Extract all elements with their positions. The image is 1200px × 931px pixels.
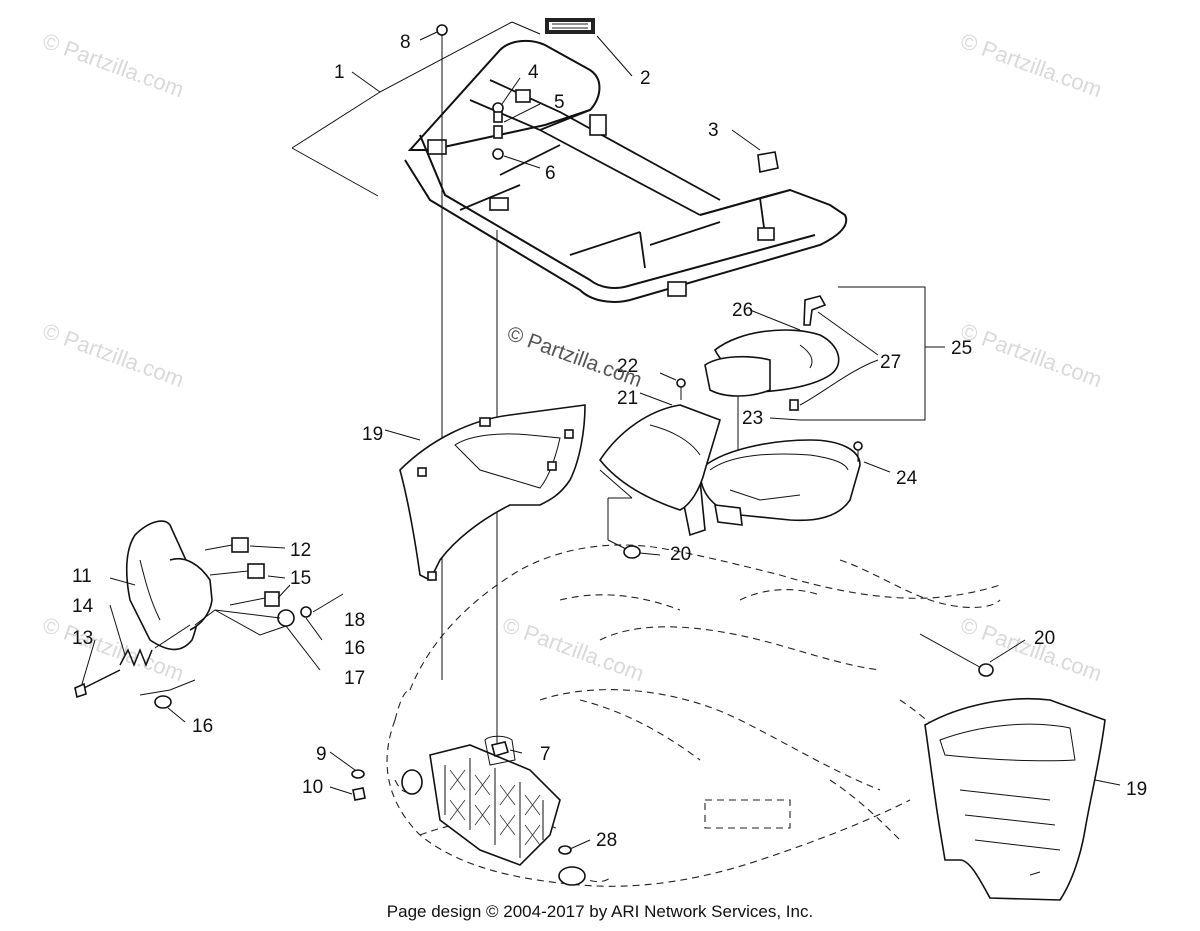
callout-25: 25	[951, 338, 972, 359]
left-side-panel	[399, 404, 586, 582]
callout-5: 5	[554, 92, 565, 113]
cover-panel	[599, 378, 721, 511]
page-footer: Page design © 2004-2017 by ARI Network S…	[386, 902, 814, 921]
callout-19-left: 19	[362, 424, 383, 445]
callout-22: 22	[617, 356, 638, 377]
callout-20-right: 20	[1034, 628, 1055, 649]
callout-labels: 1 2 3 4 5 6 7 8 9 10 11 12 13 14 15 16 1…	[72, 32, 1147, 851]
misc-hardware	[351, 441, 994, 855]
callout-2: 2	[640, 68, 651, 89]
callout-17: 17	[344, 668, 365, 689]
front-grille	[401, 744, 586, 886]
callout-3: 3	[708, 120, 719, 141]
callout-19-right: 19	[1126, 779, 1147, 800]
callout-6: 6	[545, 163, 556, 184]
rack-fasteners	[436, 24, 779, 173]
front-rack	[404, 39, 848, 303]
headlight-assembly	[125, 520, 344, 651]
callout-1: 1	[334, 62, 345, 83]
callout-16-bottom: 16	[192, 716, 213, 737]
callout-8: 8	[400, 32, 411, 53]
callout-9: 9	[316, 744, 327, 765]
storage-lid	[704, 295, 840, 411]
callout-18: 18	[344, 610, 365, 631]
callout-15: 15	[290, 568, 311, 589]
bracket-1	[291, 21, 541, 197]
callout-13: 13	[72, 628, 93, 649]
callout-23: 23	[742, 408, 763, 429]
callout-12: 12	[290, 540, 311, 561]
callout-10: 10	[302, 777, 323, 798]
right-side-panel	[924, 697, 1106, 901]
callout-21: 21	[617, 388, 638, 409]
callout-26: 26	[732, 300, 753, 321]
bracket-25	[800, 286, 945, 421]
guide-lines	[441, 45, 986, 745]
callout-7: 7	[540, 744, 551, 765]
callout-27: 27	[880, 352, 901, 373]
callout-20-center: 20	[670, 544, 691, 565]
callout-24: 24	[896, 468, 918, 489]
callout-14: 14	[72, 596, 94, 617]
callout-28: 28	[596, 830, 617, 851]
body-shell	[386, 544, 1001, 887]
callout-16-right: 16	[344, 638, 365, 659]
decal	[545, 18, 595, 34]
leader-lines	[81, 31, 1121, 850]
adjuster-spring	[74, 624, 196, 709]
callout-4: 4	[528, 62, 539, 83]
callout-11: 11	[72, 566, 92, 587]
